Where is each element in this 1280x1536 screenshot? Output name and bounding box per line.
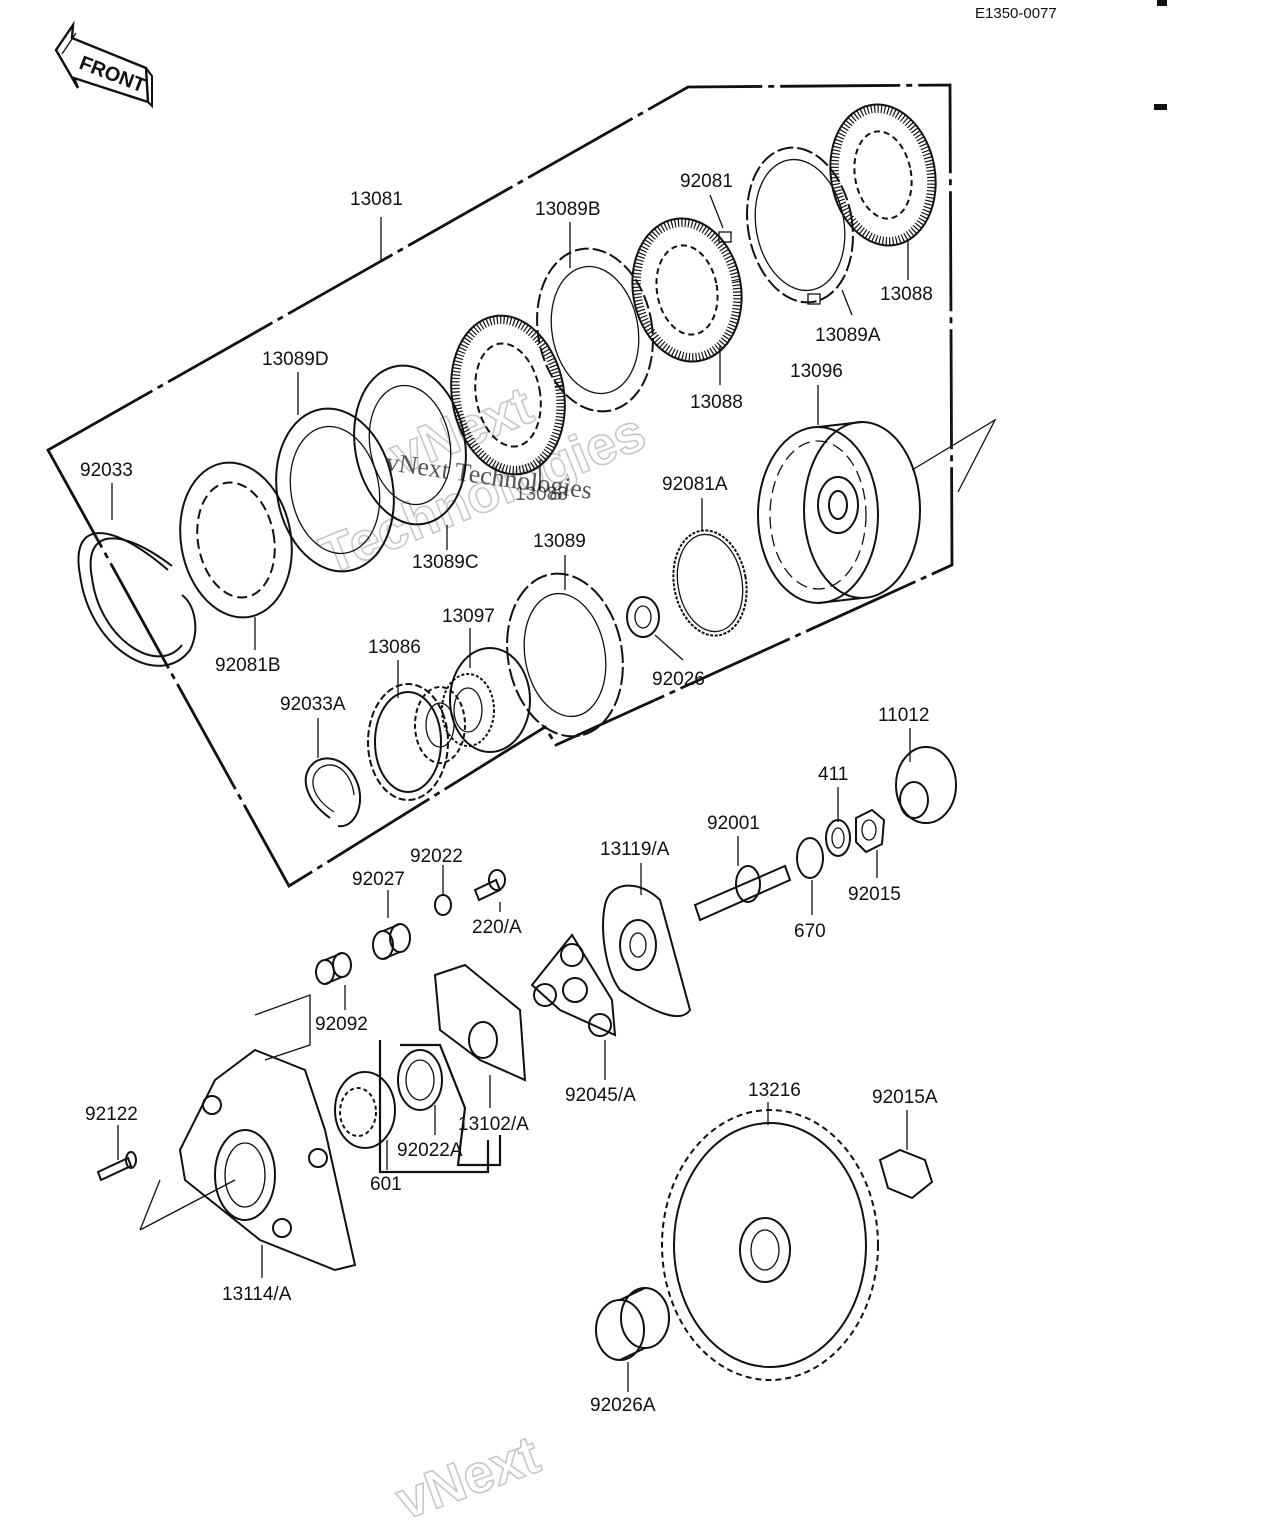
part-label-670: 670 <box>794 921 826 942</box>
washer-92026 <box>626 596 660 638</box>
o-ring-670 <box>796 837 824 879</box>
part-label-13119A: 13119/A <box>600 839 670 860</box>
clutch-plate-13089D <box>275 407 395 573</box>
washer-411 <box>825 819 851 857</box>
part-label-92026A: 92026A <box>590 1395 656 1416</box>
tie-line-92122 <box>139 1179 236 1231</box>
part-label-220A: 220/A <box>472 917 522 938</box>
part-label-92081B: 92081B <box>215 655 281 676</box>
gear-13216 <box>661 1109 879 1381</box>
part-label-13114A: 13114/A <box>222 1284 292 1305</box>
part-label-92081A: 92081A <box>662 474 728 495</box>
part-label-13089D: 13089D <box>262 349 329 370</box>
group-box-92022A <box>378 1040 490 1174</box>
housing-plate-13114A <box>178 1048 357 1272</box>
clutch-plate-13089B <box>536 247 654 413</box>
spring-92081 <box>718 231 821 305</box>
part-label-92015: 92015 <box>848 884 901 905</box>
part-label-13088-top: 13088 <box>880 284 933 305</box>
leader-lines <box>111 194 911 1392</box>
part-label-13089B: 13089B <box>535 199 601 220</box>
part-label-13216: 13216 <box>748 1080 801 1101</box>
svg-text:vNext: vNext <box>389 1425 548 1532</box>
part-label-92045A: 92045/A <box>565 1085 636 1106</box>
part-labels: 13081 13089B 92081 13088 13089A 13089D 1… <box>80 171 938 1416</box>
friction-disc-13088-top <box>829 103 937 247</box>
part-label-13096: 13096 <box>790 361 843 382</box>
part-label-13097: 13097 <box>442 606 495 627</box>
part-label-92092: 92092 <box>315 1014 368 1035</box>
front-arrow-icon: FRONT <box>54 20 153 109</box>
nut-92015A <box>878 1148 934 1200</box>
part-label-92033: 92033 <box>80 460 133 481</box>
shaft-92001 <box>693 864 792 922</box>
edge-mark-top <box>1157 0 1167 6</box>
watermark: vNext Technologies vNext Technologies vN… <box>311 375 654 1532</box>
tie-line-13096 <box>911 418 997 493</box>
friction-disc-13088-mid <box>631 217 743 363</box>
snap-ring-92033 <box>77 532 197 667</box>
part-label-92015A: 92015A <box>872 1087 938 1108</box>
clutch-plate-13089 <box>506 572 624 738</box>
part-label-92026: 92026 <box>652 669 705 690</box>
clutch-hub-13097 <box>441 647 531 753</box>
part-label-13081: 13081 <box>350 189 403 210</box>
part-label-92081: 92081 <box>680 171 733 192</box>
cap-11012 <box>895 746 957 824</box>
part-label-13089C: 13089C <box>412 552 479 573</box>
part-label-411: 411 <box>818 764 848 785</box>
bushing-92027 <box>372 923 411 960</box>
part-label-92027: 92027 <box>352 869 405 890</box>
reference-code: E1350-0077 <box>975 5 1057 22</box>
part-label-92033A: 92033A <box>280 694 346 715</box>
washer-92022 <box>434 894 452 916</box>
bushing-92092 <box>315 952 352 985</box>
part-label-13088-obscured: 13088 <box>515 484 568 505</box>
lever-13119A <box>602 884 692 1018</box>
part-label-92022A: 92022A <box>397 1140 463 1161</box>
screw-220A <box>473 869 506 902</box>
bolt-92122 <box>96 1151 137 1182</box>
part-label-13089A: 13089A <box>815 325 881 346</box>
assembly-boundary <box>46 83 954 888</box>
clutch-housing-13096 <box>757 421 921 604</box>
bracket-13102A <box>433 963 527 1082</box>
snap-ring-92033A <box>304 757 362 828</box>
part-label-92022: 92022 <box>410 846 463 867</box>
part-label-92001: 92001 <box>707 813 760 834</box>
seal-92022A <box>397 1049 443 1111</box>
part-label-601: 601 <box>370 1174 402 1195</box>
part-label-92122: 92122 <box>85 1104 138 1125</box>
ring-92081A <box>672 529 748 637</box>
edge-mark-mid <box>1154 104 1167 110</box>
part-label-13086: 13086 <box>368 637 421 658</box>
gear-13086 <box>367 683 466 801</box>
plate-92045A <box>530 933 617 1037</box>
collar-92026A <box>595 1287 670 1361</box>
nut-92015 <box>855 808 886 854</box>
part-label-13089: 13089 <box>533 531 586 552</box>
bearing-601 <box>334 1071 396 1149</box>
clutch-plate-13089A <box>746 146 854 304</box>
part-label-13088-mid: 13088 <box>690 392 743 413</box>
tie-line-92092 <box>254 994 311 1061</box>
spring-plate-92081B <box>179 461 293 619</box>
part-label-11012: 11012 <box>878 705 929 726</box>
group-box-13102A <box>400 1043 502 1167</box>
part-label-13102A: 13102/A <box>458 1114 529 1135</box>
